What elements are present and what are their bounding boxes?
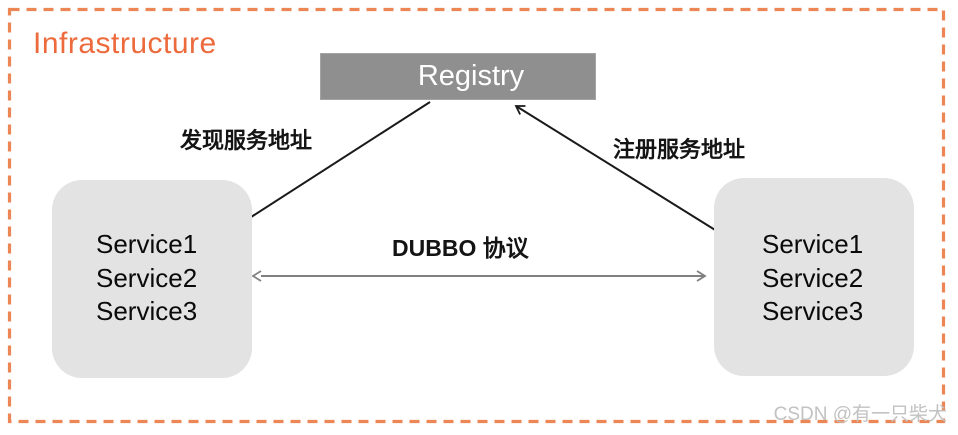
protocol-arrow-label: DUBBO 协议 [392,235,529,261]
service-item: Service3 [96,296,198,326]
infrastructure-title: Infrastructure [33,27,217,60]
service-list-left: Service1 Service2 Service3 [96,228,197,329]
register-arrow [514,105,737,244]
service-item: Service1 [762,229,864,259]
service-box-left [52,180,252,378]
discover-arrow [232,101,431,229]
register-arrow-label: 注册服务地址 [613,137,746,162]
registry-node: Registry [320,53,596,100]
service-item: Service1 [96,229,198,259]
service-item: Service2 [762,262,864,293]
discover-arrow-label: 发现服务地址 [180,128,313,153]
service-list-right: Service1 Service2 Service3 [762,228,863,329]
watermark: CSDN @有一只柴犬 [773,404,947,425]
service-item: Service2 [96,262,198,293]
infrastructure-boundary [7,7,946,424]
service-box-right [714,178,914,376]
service-item: Service3 [762,296,864,326]
registry-label: Registry [417,60,525,92]
